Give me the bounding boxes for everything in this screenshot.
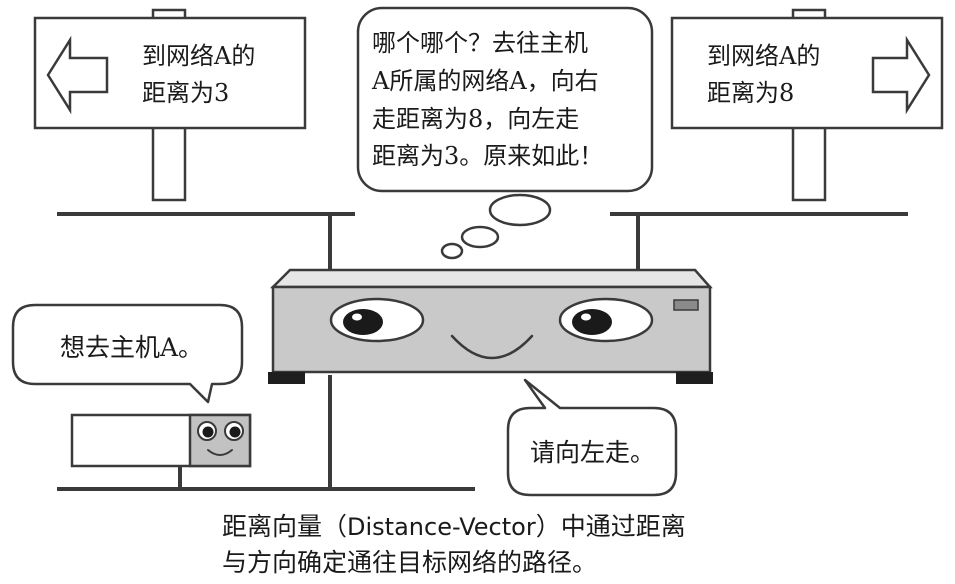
router-speech-bubble: 请向左走。 [506,378,678,497]
thought-line-3: 走距离为8，向左走 [372,105,579,133]
caption-line-1: 距离向量（Distance-Vector）中通过距离 [222,512,686,541]
router-foot-left [268,372,305,384]
caption-line-2: 与方向确定通往目标网络的路径。 [222,548,597,577]
thought-trail-medium [460,225,500,249]
router-left-eye [329,297,425,343]
thought-trail-small [440,242,464,260]
host-speech-bubble: 想去主机A。 [11,303,244,404]
caption-line-1-before: 距离向量（ [222,512,347,541]
host-left-eye [197,421,217,441]
right-sign: 到网络A的 距离为8 [670,8,944,202]
thought-line-2: A所属的网络A，向右 [371,67,599,95]
router-foot-right [676,372,713,384]
left-arrow-icon [46,35,109,115]
thought-line-1: 哪个哪个？去往主机 [372,29,588,57]
left-sign-line2: 距离为3 [142,79,229,107]
router [268,268,713,384]
caption-line-1-latin: Distance-Vector [347,513,536,541]
right-sign-line2: 距离为8 [707,79,794,107]
network-lines [57,212,908,491]
host [70,413,252,468]
left-sign: 到网络A的 距离为3 [33,8,307,202]
host-smile [207,449,233,456]
router-right-eye [558,297,654,343]
router-status-lamp [673,299,699,311]
right-arrow-icon [871,35,931,115]
thought-line-4: 距离为3。原来如此！ [372,142,603,170]
left-sign-line1: 到网络A的 [142,42,255,70]
right-sign-line1: 到网络A的 [707,42,820,70]
host-speech-text: 想去主机A。 [60,333,203,362]
router-thought-bubble: 哪个哪个？去往主机 A所属的网络A，向右 走距离为8，向左走 距离为3。原来如此… [356,6,654,260]
router-speech-text: 请向左走。 [530,438,655,467]
host-face-panel [188,413,252,468]
thought-cloud [356,6,654,193]
caption-line-1-after: ）中通过距离 [536,512,686,541]
caption: 距离向量（Distance-Vector）中通过距离 与方向确定通往目标网络的路… [222,512,686,577]
router-smile [450,334,534,360]
router-speech-outline [506,378,678,497]
host-speech-outline [11,303,244,404]
router-top [269,268,713,289]
thought-trail-large [488,193,552,227]
host-right-eye [224,421,244,441]
